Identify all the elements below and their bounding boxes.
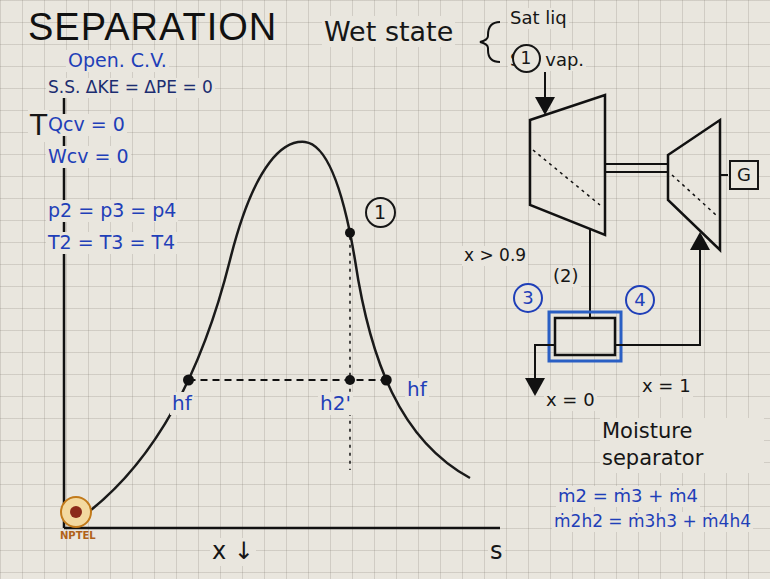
turbine — [530, 95, 605, 235]
callout-number: 3 — [513, 283, 543, 313]
shaft — [720, 174, 728, 176]
pipe — [589, 229, 591, 318]
generator-box: G — [729, 160, 759, 190]
turbine-line — [533, 150, 600, 205]
quality-label: x = 1 — [640, 376, 693, 397]
axis-label: T — [28, 110, 49, 142]
callout-number: 4 — [625, 285, 655, 315]
quality-label: x = 0 — [544, 390, 597, 411]
equation: Qcv = 0 — [46, 114, 127, 136]
state-point — [345, 228, 355, 238]
brace — [480, 22, 500, 62]
node-text: 1 — [521, 50, 532, 67]
turbine-line — [672, 175, 716, 215]
note: Sat liq — [508, 8, 569, 29]
equation: p2 = p3 = p4 — [46, 200, 178, 222]
state-point — [381, 375, 392, 386]
logo — [61, 497, 91, 527]
node-text: G — [737, 166, 751, 184]
callout-number: 1 — [512, 44, 541, 73]
expansion-line — [349, 237, 351, 470]
quality-label: x > 0.9 — [462, 246, 528, 266]
node-text: 1 — [374, 203, 386, 222]
node-text: 3 — [522, 289, 533, 307]
moisture-separator — [555, 318, 615, 355]
state-point — [345, 375, 355, 385]
logo-text: NPTEL — [58, 530, 98, 542]
s-axis — [64, 527, 500, 530]
title: SEPARATION — [28, 6, 277, 49]
point-label: h2' — [318, 392, 353, 415]
liquid-outlet — [535, 345, 555, 394]
highlight — [549, 312, 621, 361]
equation: ṁ2 = ṁ3 + ṁ4 — [556, 486, 700, 507]
saturation-dome — [75, 142, 470, 522]
shaft — [605, 171, 668, 173]
logo — [70, 506, 82, 518]
callout-number: 1 — [365, 197, 396, 228]
isobar — [188, 379, 386, 381]
state-point — [183, 375, 194, 386]
equation: T2 = T3 = T4 — [46, 232, 177, 254]
note: Open. C.V. — [66, 50, 169, 72]
node-text: 4 — [634, 291, 645, 309]
axis-label: s — [488, 538, 505, 566]
axis-label: x ↓ — [210, 538, 256, 566]
shaft — [605, 163, 668, 165]
state-label: (2) — [551, 266, 581, 287]
equation: ṁ2h2 = ṁ3h3 + ṁ4h4 — [552, 512, 753, 532]
note: S.S. ΔKE = ΔPE = 0 — [46, 78, 215, 98]
point-label: hf — [405, 378, 429, 401]
component-name: Moisture separator — [600, 418, 764, 473]
equation: Wcv = 0 — [46, 146, 131, 168]
vapour-outlet — [615, 234, 700, 345]
heading-note: Wet state — [322, 16, 455, 47]
point-label: hf — [170, 392, 194, 415]
turbine — [668, 120, 720, 250]
inlet-arrow — [544, 72, 546, 113]
